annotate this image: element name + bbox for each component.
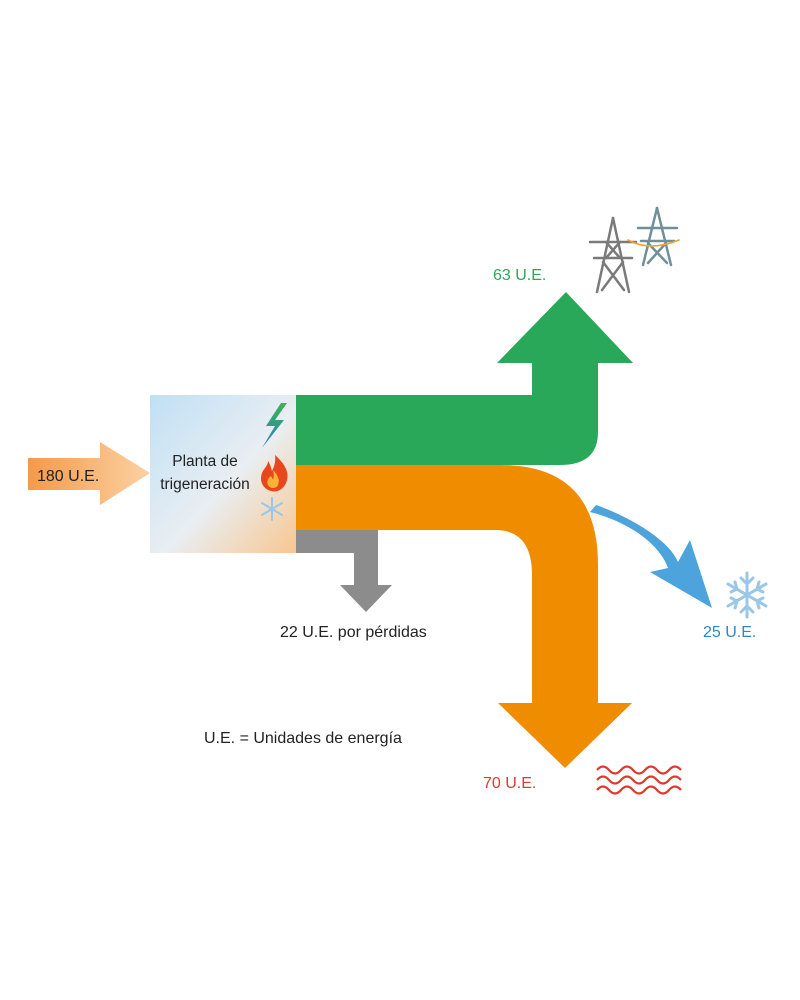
- trigeneration-plant: Planta de trigeneración: [150, 395, 296, 553]
- lightning-icon: [262, 403, 287, 448]
- legend-text: U.E. = Unidades de energía: [204, 730, 402, 747]
- input-label: 180 U.E.: [37, 468, 99, 485]
- flame-icon: [261, 455, 288, 492]
- heat-flow: [296, 465, 632, 768]
- power-tower-icon: [588, 206, 680, 294]
- plant-label-line2: trigeneración: [160, 476, 250, 493]
- losses-flow: [296, 530, 392, 612]
- plant-label-line1: Planta de: [172, 453, 238, 470]
- plant-snowflake-icon: [261, 497, 283, 521]
- heat-label: 70 U.E.: [483, 775, 536, 792]
- input-arrow: [28, 442, 150, 505]
- snowflake-icon: [726, 571, 768, 619]
- cooling-label: 25 U.E.: [703, 624, 756, 641]
- cooling-flow-arrow: [590, 505, 712, 608]
- electricity-flow: [296, 292, 633, 465]
- losses-label: 22 U.E. por pérdidas: [280, 624, 427, 641]
- heat-waves-icon: [596, 765, 682, 795]
- input-flow: 180 U.E.: [28, 442, 150, 505]
- electricity-label: 63 U.E.: [493, 267, 546, 284]
